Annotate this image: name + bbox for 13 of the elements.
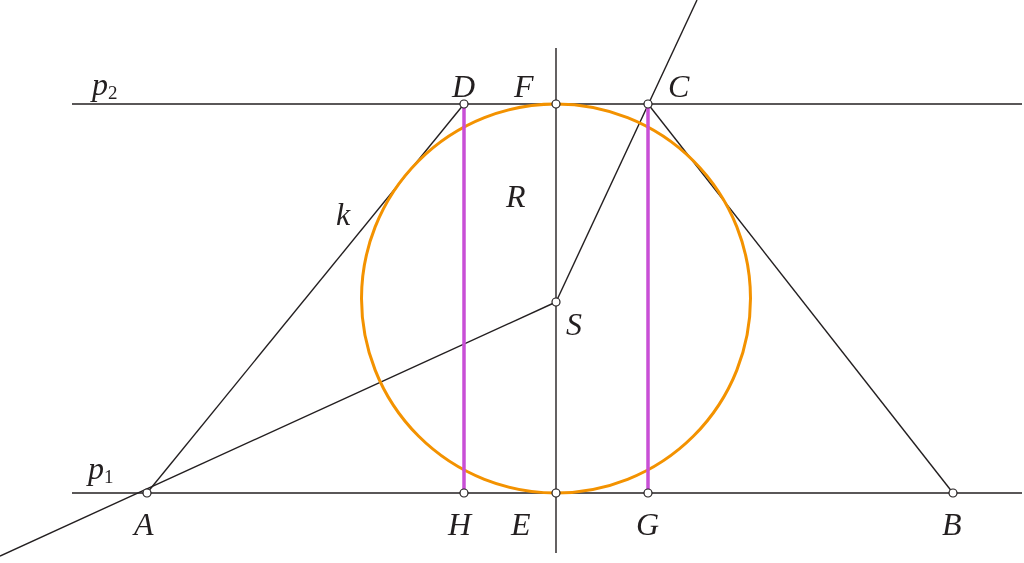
point-label: F [514,70,534,102]
point-label: D [452,70,476,102]
point-label: H [448,508,472,540]
point-label: A [134,508,154,540]
point-label: E [511,508,531,540]
line-label: p$_{2}$ [92,68,118,102]
line-label: k [336,198,351,230]
line-label: p$_{1}$ [88,452,114,486]
point-label: B [942,508,962,540]
point-label: G [636,508,660,540]
point-label: C [668,70,690,102]
segment-label: R [506,180,526,212]
point-label: S [566,308,582,340]
